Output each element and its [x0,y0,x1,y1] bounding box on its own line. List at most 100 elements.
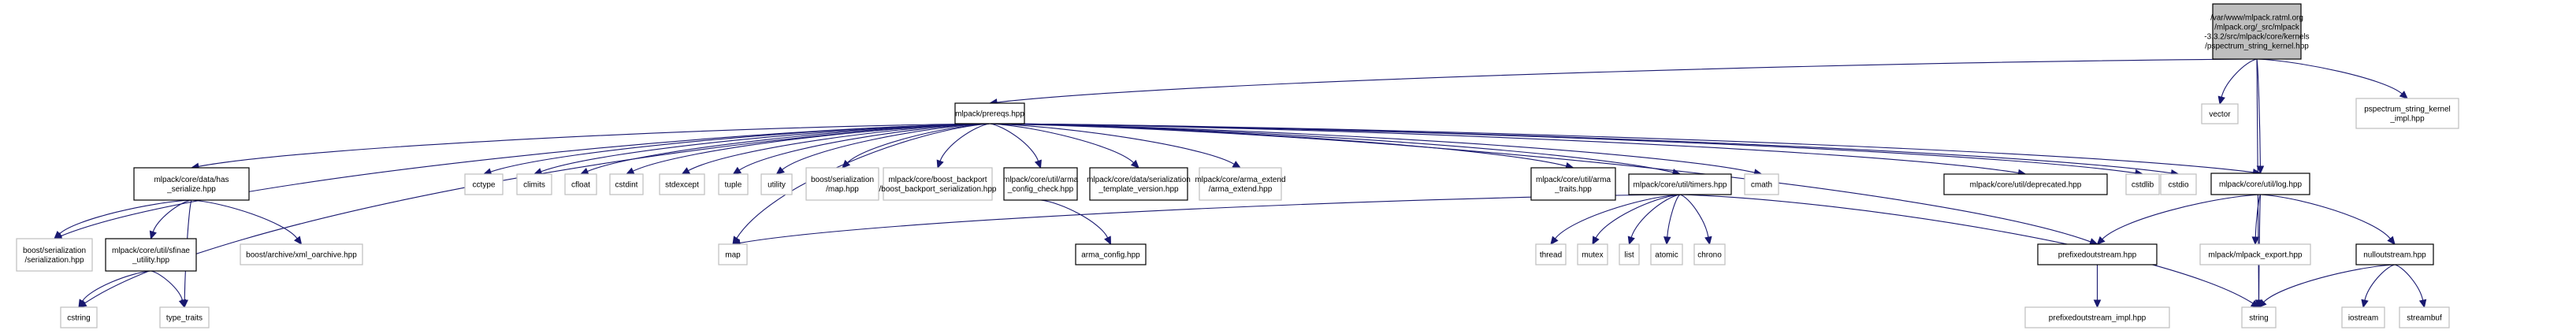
node-label: mlpack/core/util/sfinae [112,247,190,255]
node-box [1530,167,1616,201]
edge-timers-to-thread [1550,194,1681,245]
node-box [883,167,993,201]
node-boost_backport: mlpack/core/boost_backport/boost_backpor… [879,167,997,201]
edge-timers-to-chrono [1679,194,1712,246]
node-label: _impl.hpp [2389,115,2425,124]
node-cstdint: cstdint [609,173,644,195]
node-label: mutex [1582,251,1603,260]
edge-timers-to-list [1627,194,1681,246]
node-prefixedoutstream[interactable]: prefixedoutstream.hpp [2037,243,2158,265]
node-box [1744,173,1779,195]
edge-line [989,123,1674,173]
edge-timers-to-atomic [1663,194,1681,246]
node-iostream: iostream [2341,306,2385,328]
edge-line [2256,58,2403,95]
node-label: iostream [2348,314,2378,323]
arrowhead-icon [293,236,303,245]
node-mlpack_export: mlpack/mlpack_export.hpp [2199,243,2311,265]
edge-root-to-vector [2217,58,2258,106]
node-box [1535,243,1567,265]
arrowhead-icon [2256,165,2265,175]
node-serialization_tv[interactable]: mlpack/core/data/serialization_template_… [1087,167,1191,201]
node-box [105,238,197,272]
node-box [1628,173,1732,195]
node-label: atomic [1655,251,1678,260]
node-box [659,173,705,195]
edge-line [2394,264,2424,301]
edge-line [989,123,1567,167]
node-has_serialize[interactable]: mlpack/core/data/has_serialize.hpp [133,167,250,201]
edge-line [989,123,1235,165]
arrowhead-icon [2387,236,2396,245]
node-atomic: atomic [1650,243,1683,265]
node-deprecated[interactable]: mlpack/core/util/deprecated.hpp [1943,173,2108,195]
arrowhead-icon [1550,236,1559,245]
node-sfinae[interactable]: mlpack/core/util/sfinae_utility.hpp [105,238,197,272]
node-box [2341,306,2385,328]
node-timers[interactable]: mlpack/core/util/timers.hpp [1628,173,1732,195]
edge-timers-to-map [731,194,1681,247]
node-label: _config_check.hpp [1007,185,1074,194]
node-box [2024,306,2170,328]
edge-line [84,123,991,304]
edge-line [1679,194,2254,304]
node-prereqs[interactable]: mlpack/prereqs.hpp [954,102,1025,124]
edge-line [989,123,1134,164]
node-arma_traits[interactable]: mlpack/core/util/arma_traits.hpp [1530,167,1616,201]
node-box [2241,306,2277,328]
node-label: cstdlib [2132,181,2154,190]
edge-line [996,58,2258,103]
node-label: mlpack/mlpack_export.hpp [2209,251,2303,260]
edge-line [1555,194,1681,239]
node-label: list [1624,251,1634,260]
arrowhead-icon [1130,159,1139,169]
node-arma_config[interactable]: arma_config.hpp [1075,243,1147,265]
node-box [516,173,552,195]
node-box [16,238,93,272]
arrowhead-icon [1034,159,1042,169]
arrowhead-icon [1104,236,1112,246]
node-log[interactable]: mlpack/core/util/log.hpp [2210,173,2310,195]
arrowhead-icon [1704,236,1712,246]
edge-line [1040,199,1109,239]
edge-has_serialize-to-sfinae [149,199,192,240]
node-boost_map: boost/serialization/map.hpp [805,167,879,201]
node-box [954,102,1025,124]
node-box [1943,173,2108,195]
node-label: mlpack/core/util/deprecated.hpp [1970,181,2082,190]
edge-prereqs-to-boost_backport [936,123,991,169]
node-root[interactable]: /var/www/mlpack.ratml.org/mlpack.org/_sr… [2204,3,2310,60]
edge-line [2263,264,2396,302]
node-label: _utility.hpp [132,256,170,265]
node-label: map [725,251,741,260]
edge-line [59,199,192,235]
node-layer: /var/www/mlpack.ratml.org/mlpack.org/_sr… [16,3,2459,328]
node-map: map [718,243,748,265]
node-tuple: tuple [718,173,749,195]
node-box [609,173,644,195]
node-nulloutstream[interactable]: nulloutstream.hpp [2355,243,2434,265]
node-box [2201,103,2239,124]
node-label: climits [523,181,545,190]
node-boost_serialization: boost/serialization/serialization.hpp [16,238,93,272]
node-label: /mlpack.org/_src/mlpack [2214,24,2300,32]
edge-nulloutstream-to-string [2258,264,2396,308]
node-label: boost/archive/xml_oarchive.hpp [246,251,357,260]
edge-line [2102,194,2261,239]
edge-line [82,270,151,302]
node-box [2125,173,2160,195]
edge-line [1630,194,1681,238]
node-label: prefixedoutstream.hpp [2058,251,2137,260]
node-label: /arma_extend.hpp [1209,185,1273,194]
node-label: type_traits [166,314,203,323]
node-arma_config_check[interactable]: mlpack/core/util/arma_config_check.hpp [1003,167,1078,201]
node-label: mlpack/core/util/arma [1003,176,1078,184]
edge-prereqs-to-serialization_tv [989,123,1139,169]
edge-line [2258,194,2262,301]
node-thread: thread [1535,243,1567,265]
edge-sfinae-to-cstring [78,270,151,309]
edge-timers-to-mutex [1592,194,1681,246]
node-label: chrono [1697,251,1722,260]
node-label: /serialization.hpp [24,256,84,265]
node-box [1089,167,1188,201]
